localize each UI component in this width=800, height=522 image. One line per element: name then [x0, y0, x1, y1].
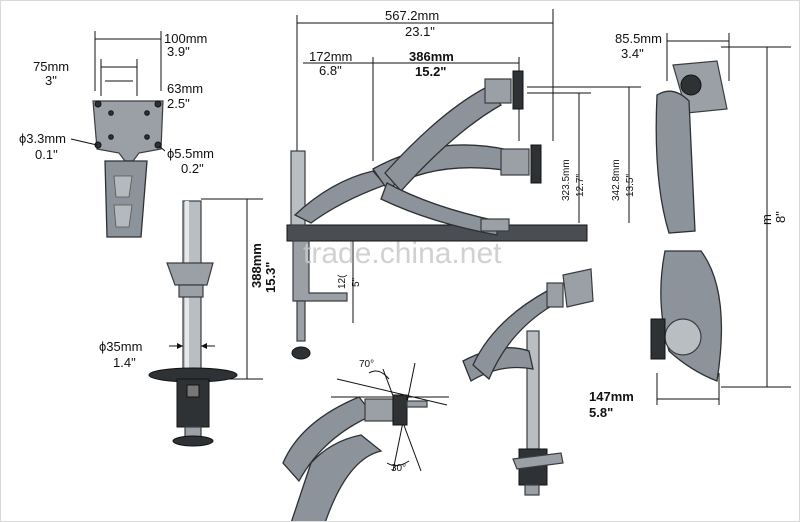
pole-height-mm: 388mm [249, 243, 264, 288]
vesa-100-in: 3.9" [167, 44, 190, 59]
reach-inner-mm: 172mm [309, 49, 352, 64]
height1-in: 12.7" [575, 174, 586, 197]
reach-inner-in: 6.8" [319, 63, 342, 78]
side-base-in: 5.8" [589, 405, 613, 420]
pole-clamp-drawing [148, 198, 263, 447]
tilt-up-angle: 70° [359, 359, 374, 370]
side-profile-drawing [650, 33, 791, 405]
clamp-mm: 12( [337, 274, 348, 289]
watermark-text: trade.china.net [303, 237, 502, 270]
reach-total-mm: 567.2mm [385, 8, 439, 23]
height2-mm: 342.8mm [611, 159, 622, 201]
tilt-detail-drawing [282, 362, 449, 521]
vesa-75-mm: 75mm [33, 59, 69, 74]
hole-large-mm: ϕ5.5mm [167, 146, 214, 161]
side-height-in: 8" [773, 211, 788, 223]
vesa-63-in: 2.5" [167, 96, 190, 111]
vesa-75-in: 3" [45, 73, 57, 88]
side-top-in: 3.4" [621, 46, 644, 61]
hole-small-mm: ϕ3.3mm [19, 131, 66, 146]
pole-height-in: 15.3" [263, 262, 278, 293]
hole-large-in: 0.2" [181, 161, 204, 176]
vesa-plate-drawing [70, 31, 166, 238]
vesa-63-mm: 63mm [167, 81, 203, 96]
hole-small-in: 0.1" [35, 147, 58, 162]
pole-dia-mm: ϕ35mm [99, 339, 142, 354]
reach-total-in: 23.1" [405, 24, 435, 39]
reach-arm-mm: 386mm [409, 49, 454, 64]
reach-side-drawing [286, 9, 641, 360]
isometric-view-drawing [462, 268, 594, 496]
side-base-mm: 147mm [589, 389, 634, 404]
pole-dia-in: 1.4" [113, 355, 136, 370]
tilt-down-angle: 30° [391, 463, 406, 474]
height1-mm: 323.5mm [561, 159, 572, 201]
side-top-mm: 85.5mm [615, 31, 662, 46]
height2-in: 13.5" [625, 174, 636, 197]
vesa-100-mm: 100mm [164, 31, 207, 46]
clamp-in: 5" [351, 277, 362, 287]
reach-arm-in: 15.2" [415, 64, 446, 79]
side-height-mm: m [759, 214, 774, 225]
